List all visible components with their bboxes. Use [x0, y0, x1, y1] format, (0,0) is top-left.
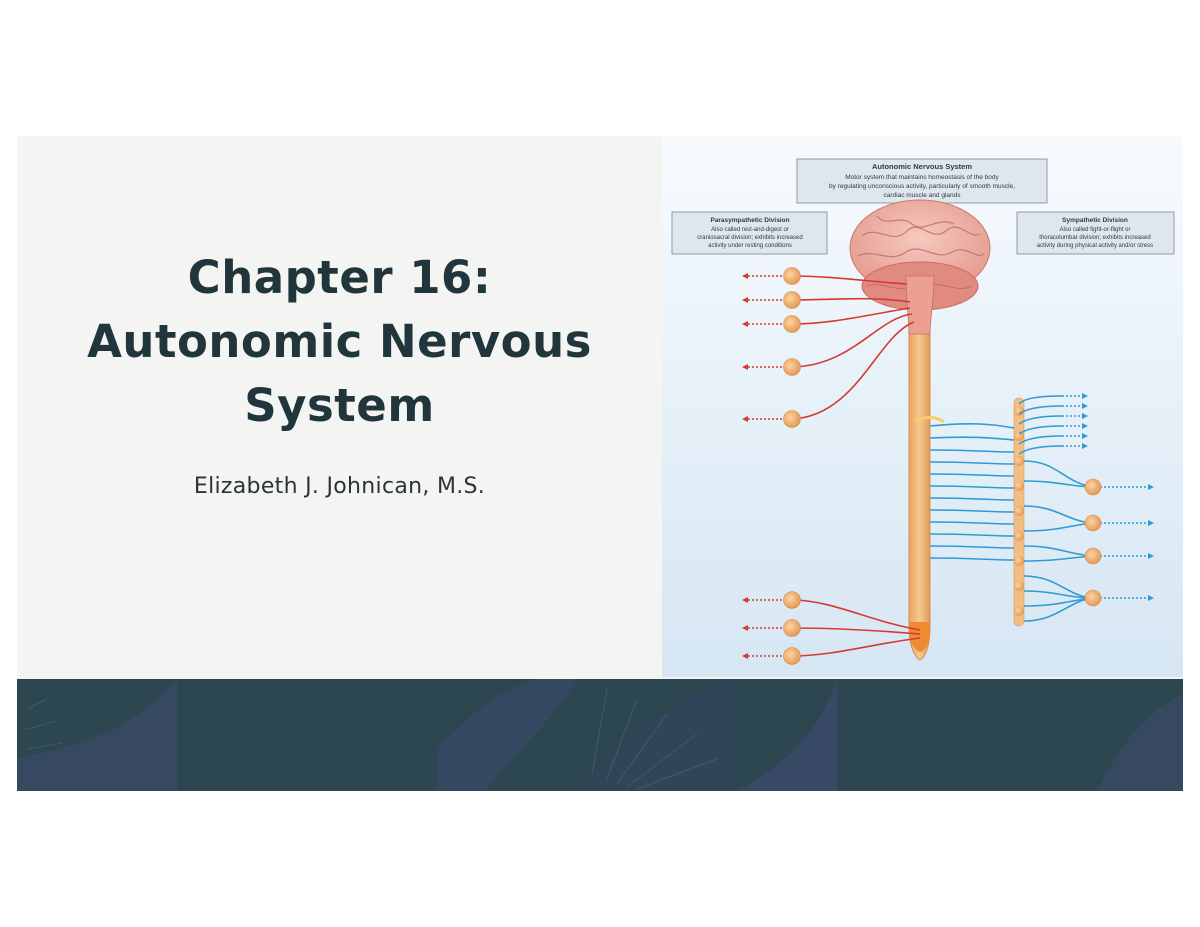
sympathetic-box-line-2: thoracolumbar division; exhibits increas… — [1039, 235, 1150, 241]
sympathetic-box-line-1: Also called fight-or-flight or — [1059, 227, 1130, 233]
decorative-footer-band — [17, 679, 1183, 791]
ans-box-line-1: Motor system that maintains homeostasis … — [845, 174, 999, 181]
sympathetic-fibers — [929, 395, 1093, 622]
sympathetic-postganglionic-arrows — [1062, 395, 1148, 599]
title-line-3: System — [244, 379, 435, 432]
sympathetic-info-box: Sympathetic Division Also called fight-o… — [1016, 211, 1175, 255]
slide: Chapter 16: Autonomic Nervous System Eli… — [17, 136, 1183, 791]
parasympathetic-postganglionic-arrows — [748, 275, 784, 657]
band-pattern — [17, 679, 1183, 791]
parasympathetic-info-box: Parasympathetic Division Also called res… — [671, 211, 828, 255]
parasympathetic-arrowheads — [742, 273, 748, 659]
title-line-1: Chapter 16: — [187, 251, 492, 304]
ans-diagram: Autonomic Nervous System Motor system th… — [662, 136, 1183, 677]
title-line-2: Autonomic Nervous — [87, 315, 592, 368]
ans-box-title: Autonomic Nervous System — [872, 162, 972, 171]
ans-box-line-2: by regulating unconscious activity, part… — [829, 183, 1015, 190]
slide-title: Chapter 16: Autonomic Nervous System — [87, 246, 592, 438]
ans-box-line-3: cardiac muscle and glands — [884, 192, 962, 199]
sympathetic-box-title: Sympathetic Division — [1062, 217, 1128, 224]
parasympathetic-ganglia — [783, 267, 801, 665]
sympathetic-chain — [1013, 397, 1025, 627]
sympathetic-box-line-3: activity during physical activity and/or… — [1037, 243, 1153, 249]
title-panel: Chapter 16: Autonomic Nervous System Eli… — [17, 136, 662, 679]
ans-info-box: Autonomic Nervous System Motor system th… — [796, 158, 1048, 204]
parasympathetic-box-title: Parasympathetic Division — [710, 217, 789, 224]
author-name: Elizabeth J. Johnican, M.S. — [193, 474, 486, 499]
sympathetic-arrowheads — [1082, 393, 1154, 601]
parasympathetic-box-line-1: Also called rest-and-digest or — [711, 227, 789, 233]
parasympathetic-fibers — [791, 275, 921, 657]
sympathetic-ganglia — [1084, 478, 1102, 607]
brain — [849, 199, 991, 335]
parasympathetic-box-line-2: craniosacral division; exhibits increase… — [697, 235, 802, 241]
parasympathetic-box-line-3: activity under resting conditions — [708, 243, 792, 249]
